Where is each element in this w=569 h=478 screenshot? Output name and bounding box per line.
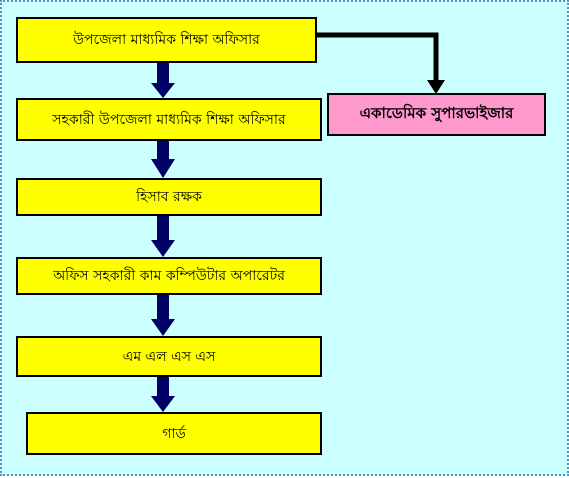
node-label: সহকারী উপজেলা মাধ্যমিক শিক্ষা অফিসার (52, 111, 286, 128)
down-arrow-2 (151, 141, 175, 178)
node-label: গার্ড (162, 425, 186, 442)
node-label: হিসাব রক্ষক (136, 189, 202, 205)
node-accountant: হিসাব রক্ষক (16, 178, 322, 216)
down-arrow-4 (151, 295, 175, 336)
node-label: এম এল এস এস (122, 348, 216, 365)
down-arrow-1 (151, 62, 175, 98)
side-connector (317, 32, 445, 94)
node-upazila-secondary-education-officer: উপজেলা মাধ্যমিক শিক্ষা অফিসার (16, 17, 317, 63)
node-label: অফিস সহকারী কাম কম্পিউটার অপারেটর (53, 268, 285, 284)
node-academic-supervisor: একাডেমিক সুপারভাইজার (327, 93, 546, 136)
down-arrow-3 (151, 216, 175, 257)
node-office-assistant-computer-operator: অফিস সহকারী কাম কম্পিউটার অপারেটর (16, 257, 322, 295)
node-assistant-upazila-secondary-education-officer: সহকারী উপজেলা মাধ্যমিক শিক্ষা অফিসার (16, 98, 322, 141)
node-guard: গার্ড (26, 412, 322, 455)
node-mlss: এম এল এস এস (16, 336, 322, 377)
node-label: একাডেমিক সুপারভাইজার (359, 104, 514, 122)
node-label: উপজেলা মাধ্যমিক শিক্ষা অফিসার (73, 32, 260, 48)
down-arrow-5 (151, 377, 175, 412)
